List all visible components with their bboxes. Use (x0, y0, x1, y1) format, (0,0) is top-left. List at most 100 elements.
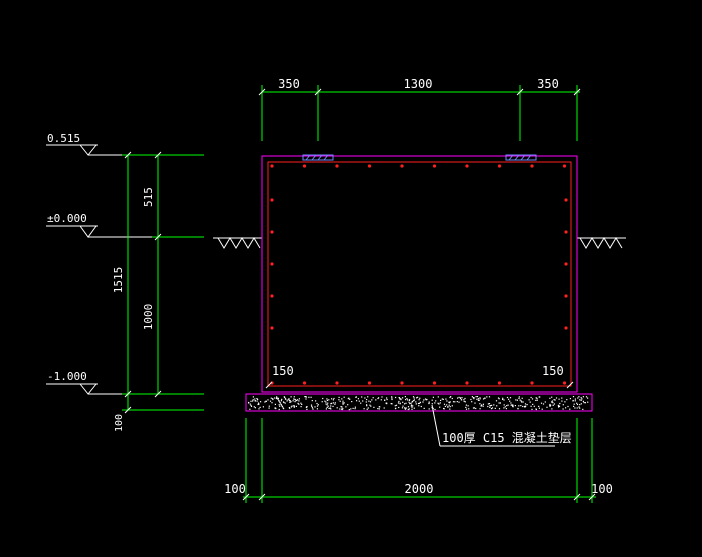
concrete-speck (551, 408, 553, 410)
concrete-speck (272, 398, 274, 400)
concrete-speck (365, 401, 367, 403)
concrete-speck (409, 399, 411, 401)
concrete-speck (574, 400, 576, 402)
concrete-speck (479, 403, 481, 405)
concrete-speck (275, 397, 278, 400)
concrete-speck (402, 405, 404, 407)
concrete-speck (293, 405, 295, 407)
concrete-speck (404, 396, 406, 398)
concrete-speck (582, 400, 584, 402)
concrete-speck (384, 399, 386, 401)
concrete-speck (386, 398, 388, 401)
concrete-speck (480, 405, 482, 407)
bottom-dimension: 100 2000 100 (224, 418, 613, 503)
concrete-speck (441, 398, 443, 400)
concrete-speck (580, 399, 582, 401)
concrete-speck (408, 401, 410, 403)
concrete-speck (375, 399, 377, 401)
concrete-speck (290, 396, 292, 398)
concrete-speck (256, 400, 258, 402)
concrete-speck (519, 399, 521, 401)
concrete-speck (298, 398, 300, 400)
rebar-dot (465, 164, 469, 168)
concrete-speck (311, 407, 313, 409)
concrete-speck (331, 402, 333, 404)
concrete-speck (440, 399, 442, 401)
concrete-speck (366, 405, 368, 407)
concrete-speck (561, 400, 563, 402)
concrete-speck (330, 403, 332, 405)
concrete-speck (475, 396, 477, 398)
concrete-speck (338, 396, 340, 398)
concrete-speck (443, 408, 445, 410)
concrete-speck (503, 407, 505, 409)
concrete-speck (381, 396, 383, 398)
concrete-speck (502, 397, 504, 399)
concrete-speck (569, 398, 571, 400)
concrete-speck (502, 398, 504, 400)
concrete-speck (413, 397, 415, 399)
concrete-speck (510, 402, 512, 404)
concrete-speck (252, 399, 254, 401)
concrete-speck (435, 400, 437, 402)
concrete-speck (268, 407, 270, 409)
concrete-speck (383, 407, 385, 409)
concrete-speck (252, 400, 254, 402)
concrete-speck (338, 399, 340, 401)
rebar-dot (270, 230, 274, 234)
concrete-speck (352, 407, 354, 409)
concrete-speck (372, 397, 374, 399)
top-dim-left: 350 (278, 77, 300, 91)
concrete-speck (289, 400, 291, 402)
concrete-speck (391, 397, 393, 399)
concrete-speck (432, 407, 434, 409)
concrete-speck (476, 398, 478, 400)
rebar-dot (302, 164, 307, 168)
concrete-speck (580, 403, 582, 405)
concrete-speck (249, 408, 251, 410)
concrete-speck (331, 398, 333, 400)
concrete-speck (559, 402, 561, 405)
concrete-speck (281, 398, 283, 400)
concrete-speck (267, 399, 269, 401)
concrete-speck (535, 399, 537, 401)
concrete-speck (295, 405, 297, 407)
concrete-speck (576, 407, 578, 409)
concrete-speck (402, 401, 404, 403)
concrete-speck (278, 404, 280, 406)
concrete-speck (474, 402, 476, 404)
concrete-speck (316, 405, 319, 407)
concrete-speck (257, 402, 260, 404)
concrete-speck (293, 405, 295, 407)
concrete-speck (259, 406, 261, 408)
concrete-speck (285, 398, 287, 400)
concrete-speck (377, 397, 379, 400)
concrete-speck (582, 396, 584, 398)
rebar-dot (270, 164, 274, 168)
concrete-speck (276, 396, 278, 399)
concrete-speck (424, 398, 427, 400)
concrete-speck (326, 404, 328, 406)
concrete-speck (324, 400, 326, 402)
concrete-speck (431, 403, 433, 405)
concrete-speck (405, 399, 407, 401)
box-outline (261, 155, 578, 393)
concrete-speck (518, 397, 520, 399)
concrete-speck (520, 405, 522, 407)
concrete-speck (316, 408, 318, 410)
concrete-speck (277, 397, 279, 399)
concrete-speck (448, 404, 450, 406)
concrete-speck (505, 408, 507, 410)
concrete-speck (391, 396, 393, 398)
rebar-dot (564, 198, 568, 202)
concrete-speck (536, 397, 538, 400)
concrete-speck (357, 398, 359, 400)
concrete-speck (572, 396, 575, 398)
concrete-speck (294, 401, 296, 403)
concrete-speck (281, 406, 284, 408)
concrete-speck (332, 399, 334, 401)
concrete-speck (419, 402, 421, 404)
concrete-speck (254, 407, 256, 409)
concrete-speck (330, 405, 332, 407)
